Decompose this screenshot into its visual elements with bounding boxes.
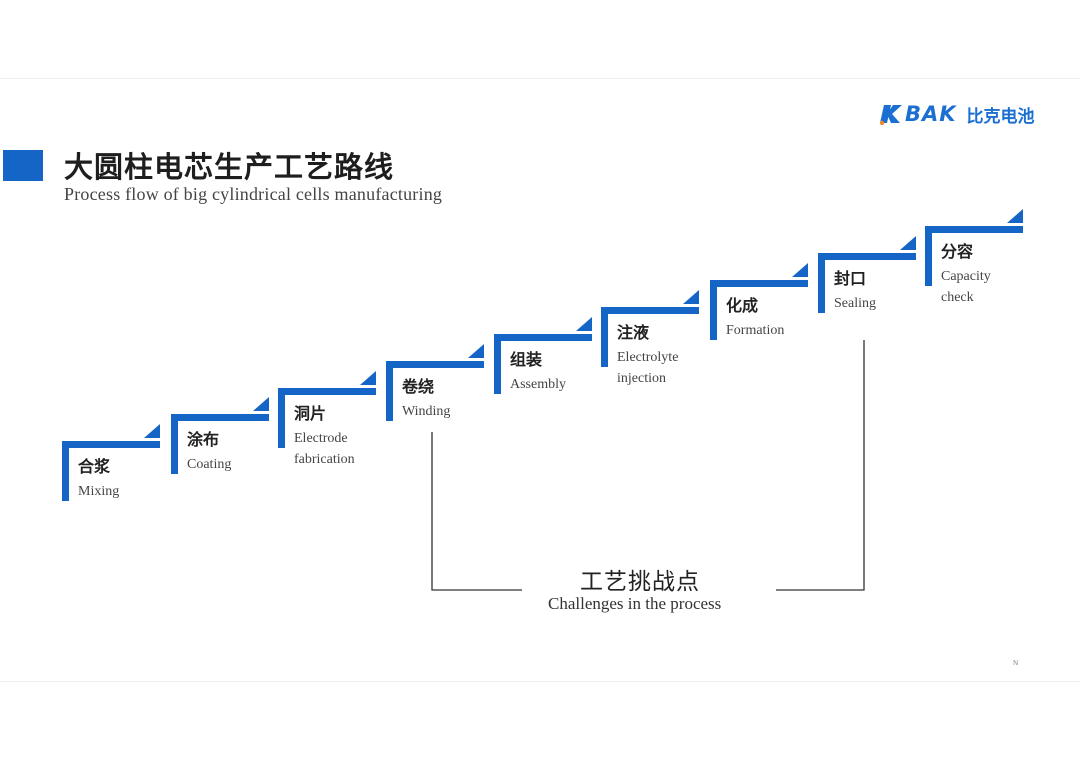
step-label-en: Mixing (78, 484, 120, 499)
page-subtitle: Process flow of big cylindrical cells ma… (64, 184, 443, 204)
process-step: 卷绕 Winding (386, 344, 496, 431)
step-bracket-icon (494, 317, 592, 394)
step-label-cn: 卷绕 (402, 377, 435, 396)
page-title: 大圆柱电芯生产工艺路线 (64, 150, 395, 184)
challenges-subtitle: Challenges in the process (548, 594, 722, 613)
step-bracket-icon (818, 236, 916, 313)
step-bracket-icon (925, 209, 1023, 286)
step-bracket-icon (62, 424, 160, 501)
page-number: N (1013, 659, 1019, 667)
bak-logo-mark-icon (878, 103, 904, 126)
process-step: 组装 Assembly (494, 317, 604, 404)
step-label-en: Electrolyte injection (617, 350, 679, 386)
step-label-cn: 注液 (617, 323, 650, 342)
process-step: 涂布 Coating (171, 397, 281, 484)
step-label-cn: 涂布 (187, 430, 220, 449)
challenges-title: 工艺挑战点 (580, 569, 700, 595)
logo-cn-text: 比克电池 (966, 106, 1035, 127)
step-bracket-icon (278, 371, 376, 448)
step-label-en: Coating (187, 457, 232, 472)
process-step: 注液 Electrolyte injection (601, 290, 711, 386)
process-step: 分容 Capacity check (925, 209, 1035, 305)
step-label-cn: 组装 (510, 350, 543, 369)
step-bracket-icon (601, 290, 699, 367)
process-step: 封口 Sealing (818, 236, 928, 323)
step-bracket-icon (710, 263, 808, 340)
logo-text: BAK (905, 102, 957, 126)
step-label-cn: 洞片 (294, 404, 327, 423)
process-step: 洞片 Electrode fabrication (278, 371, 388, 467)
step-label-en: Winding (402, 404, 451, 419)
step-label-cn: 化成 (726, 296, 759, 315)
step-bracket-icon (171, 397, 269, 474)
step-label-cn: 合浆 (78, 457, 111, 476)
process-step: 合浆 Mixing (62, 424, 172, 511)
step-label-cn: 封口 (834, 269, 867, 288)
step-label-en: Formation (726, 323, 785, 338)
step-bracket-icon (386, 344, 484, 421)
step-label-cn: 分容 (941, 242, 974, 261)
title-accent-block (3, 150, 43, 181)
step-label-en: Electrode fabrication (294, 431, 355, 467)
step-label-en: Assembly (510, 377, 566, 392)
step-label-en: Sealing (834, 296, 876, 311)
process-step: 化成 Formation (710, 263, 820, 350)
bak-logo: BAK 比克电池 (878, 100, 1035, 128)
step-label-en: Capacity check (941, 269, 991, 305)
slide-background (0, 78, 1080, 682)
